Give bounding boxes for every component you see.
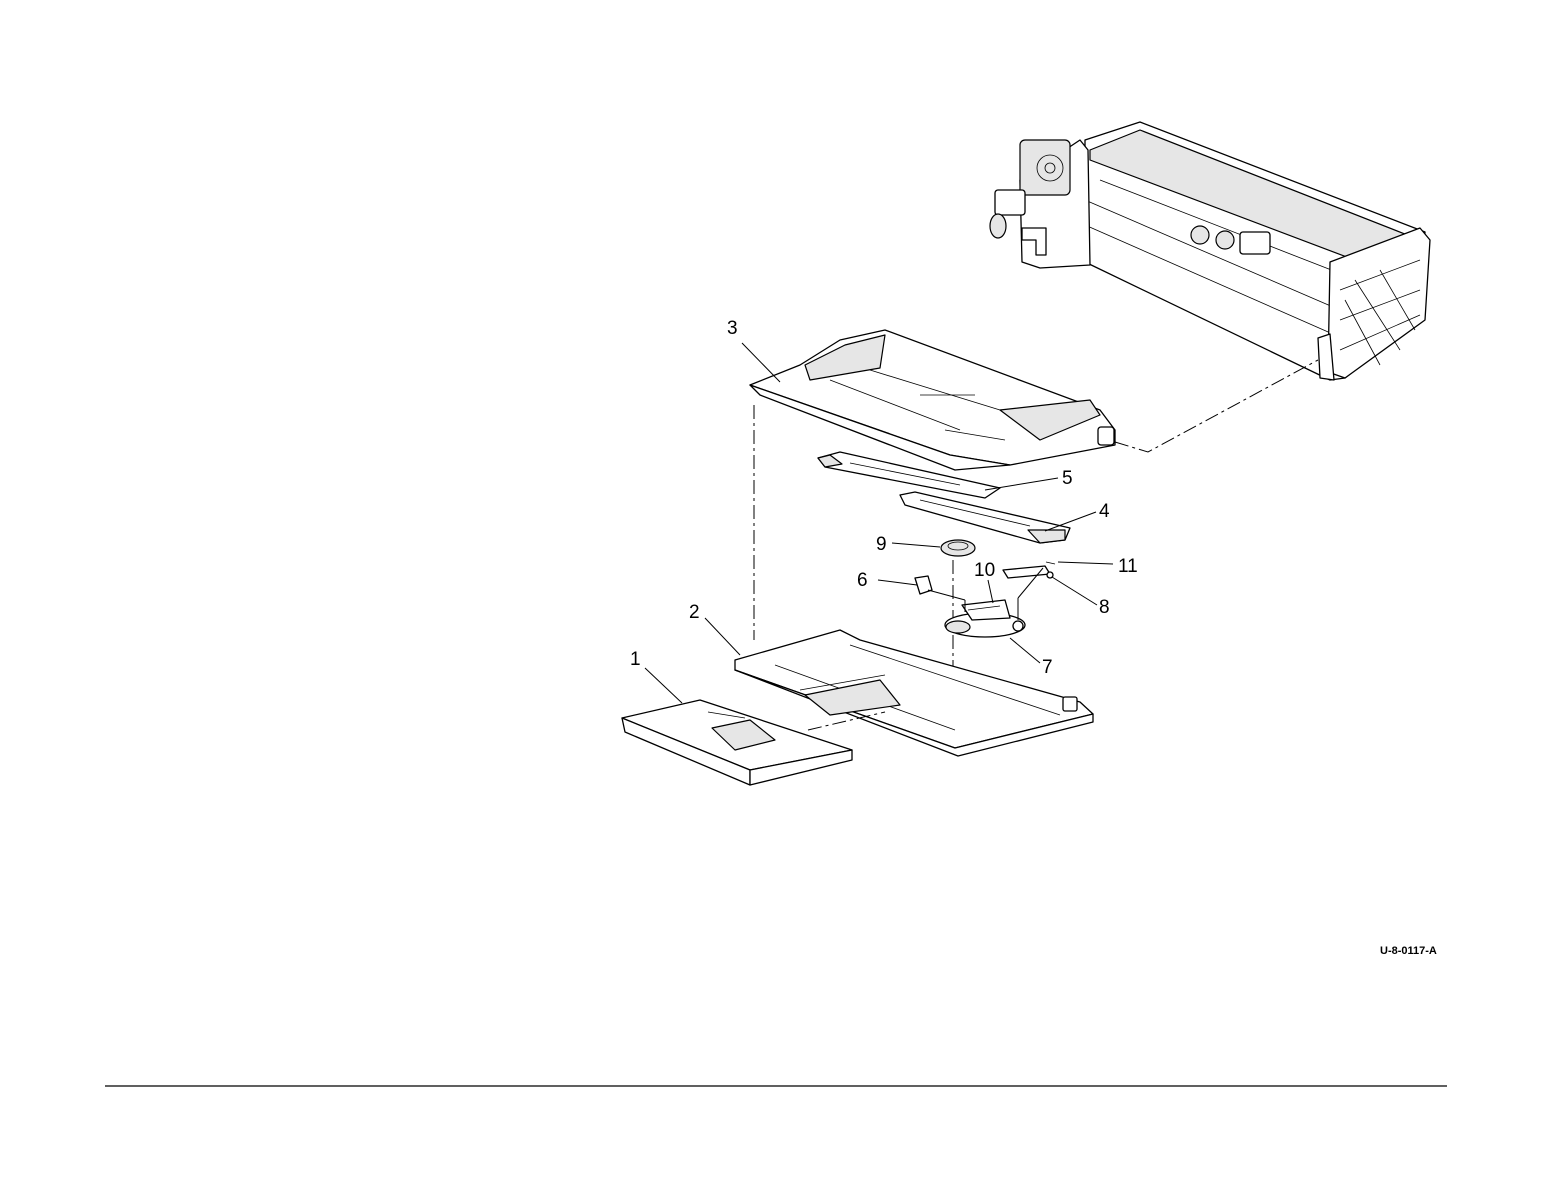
callout-5: 5 bbox=[1062, 468, 1073, 489]
callout-4: 4 bbox=[1099, 501, 1110, 522]
callout-1: 1 bbox=[630, 649, 641, 670]
figure-reference-id: U-8-0117-A bbox=[1380, 945, 1437, 957]
callout-9: 9 bbox=[876, 534, 887, 555]
part-9-gear bbox=[941, 540, 975, 556]
part-4-side-guide bbox=[900, 492, 1070, 543]
feeder-frame-assembly bbox=[990, 122, 1430, 380]
callout-11: 11 bbox=[1118, 556, 1138, 577]
callout-7: 7 bbox=[1042, 657, 1053, 678]
callout-3: 3 bbox=[727, 318, 738, 339]
callout-10: 10 bbox=[974, 560, 995, 581]
part-11-spring bbox=[1046, 562, 1055, 564]
part-1-extension-tray bbox=[622, 700, 852, 785]
part-8-lever bbox=[1003, 566, 1053, 578]
part-6-clip bbox=[915, 576, 932, 594]
part-3-tray-cover bbox=[750, 330, 1115, 470]
callout-8: 8 bbox=[1099, 597, 1110, 618]
callout-2: 2 bbox=[689, 602, 700, 623]
callout-6: 6 bbox=[857, 570, 868, 591]
part-7-10-pinion-assembly bbox=[945, 600, 1025, 637]
